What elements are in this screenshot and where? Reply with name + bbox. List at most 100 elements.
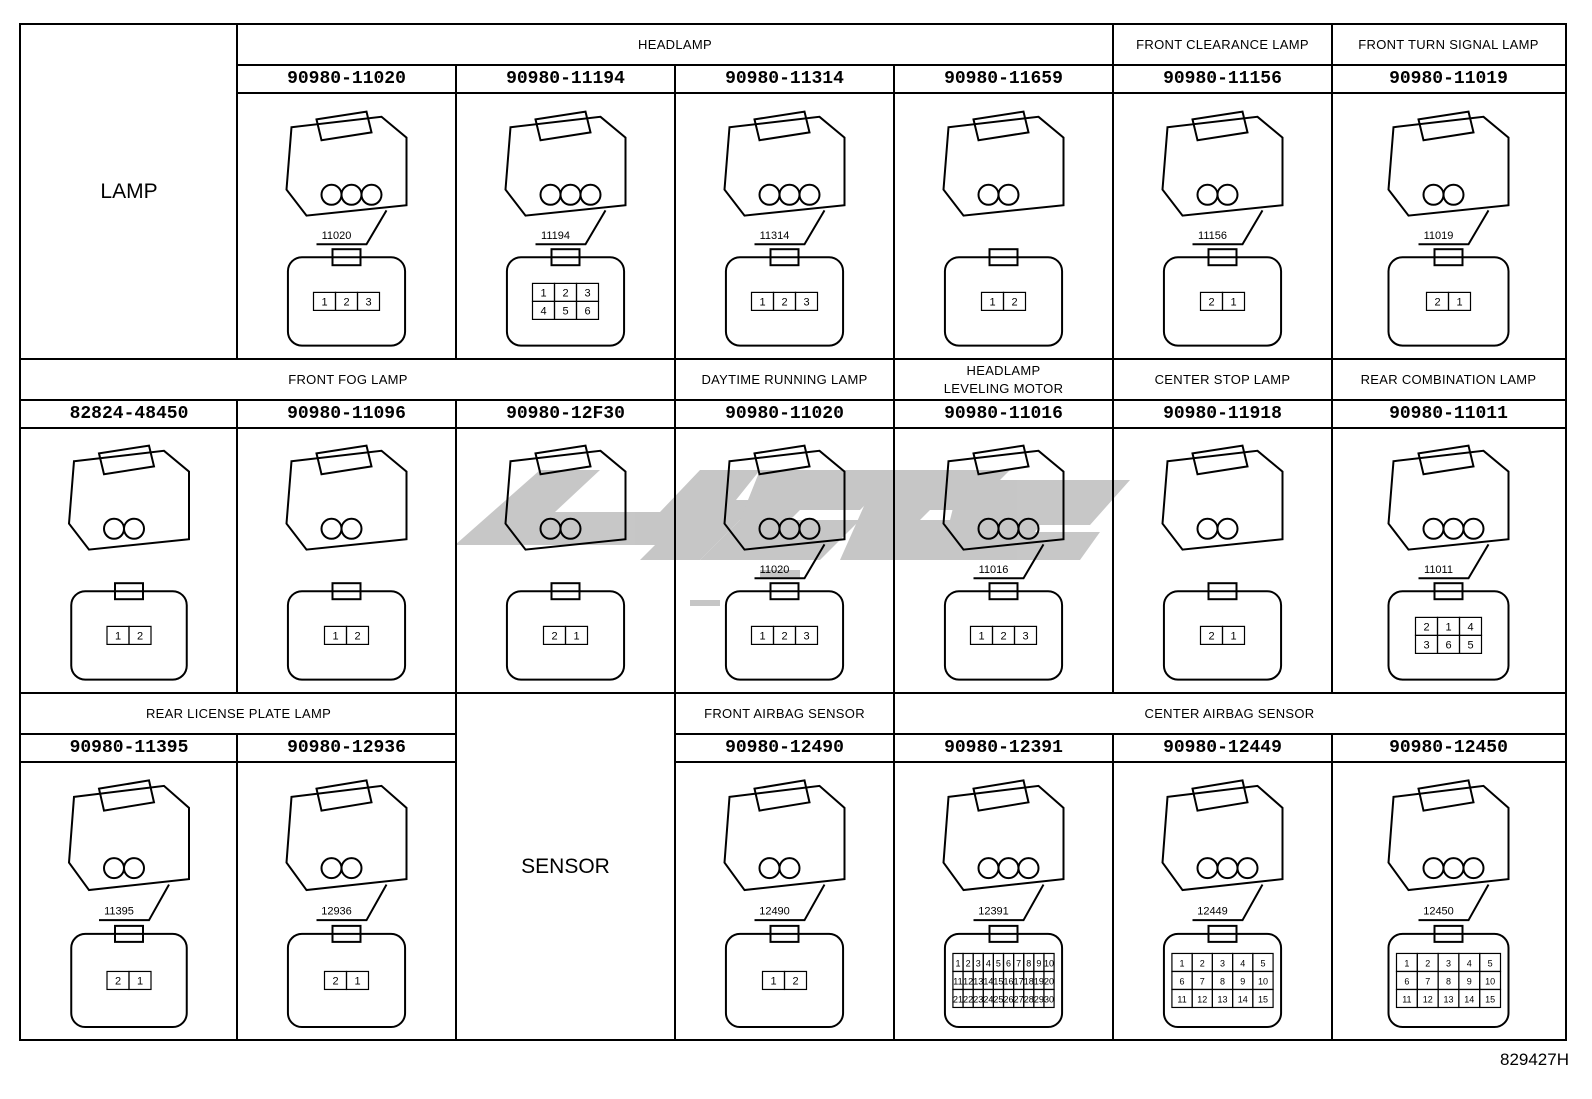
terminal-cavity bbox=[559, 517, 582, 540]
callout-line bbox=[316, 884, 388, 922]
pin-number: 1 bbox=[770, 975, 776, 987]
terminal-cavity bbox=[977, 517, 1000, 540]
grid-line bbox=[236, 25, 238, 359]
pin-cavity bbox=[1013, 625, 1038, 645]
pin-number: 2 bbox=[792, 975, 798, 987]
callout-label: 11020 bbox=[760, 564, 790, 576]
terminal-cavity bbox=[340, 183, 363, 206]
connector-illustration bbox=[285, 779, 408, 1029]
callout-label: 12450 bbox=[1423, 906, 1454, 918]
lock-latch bbox=[753, 779, 811, 812]
face-latch bbox=[114, 582, 144, 601]
grid-line bbox=[674, 693, 676, 1041]
pin-number: 1 bbox=[978, 630, 984, 642]
housing-body bbox=[285, 784, 408, 892]
terminal-cavity bbox=[977, 857, 1000, 880]
grid-line bbox=[21, 761, 456, 763]
connector-drawing: 12490 1 2 bbox=[723, 779, 846, 1029]
pin-number: 14 bbox=[1464, 994, 1474, 1004]
connector-chart bbox=[19, 23, 1567, 1041]
housing-body bbox=[504, 449, 627, 551]
pin-number: 8 bbox=[1446, 976, 1451, 986]
pin-number: 4 bbox=[986, 958, 991, 968]
pin-cavity bbox=[345, 970, 370, 991]
pin-number: 1 bbox=[321, 296, 327, 308]
callout-line bbox=[1418, 543, 1490, 580]
face-outline bbox=[70, 590, 188, 681]
terminal-cavity bbox=[997, 517, 1020, 540]
face-latch bbox=[988, 582, 1019, 601]
pin-number: 9 bbox=[1240, 976, 1245, 986]
grid-line bbox=[675, 761, 1565, 763]
part-number: 90980-11918 bbox=[1163, 404, 1282, 424]
pin-number: 2 bbox=[1423, 621, 1429, 633]
callout-line bbox=[316, 209, 388, 246]
pin-number: 1 bbox=[540, 287, 546, 299]
callout-label: 12936 bbox=[321, 906, 352, 918]
terminal-cavity bbox=[1017, 857, 1040, 880]
housing-body bbox=[285, 115, 408, 217]
terminal-cavity bbox=[1017, 517, 1040, 540]
grid-line bbox=[455, 65, 457, 359]
connector-illustration bbox=[504, 110, 627, 347]
part-number: 90980-12490 bbox=[725, 738, 844, 758]
lock-latch bbox=[315, 110, 373, 142]
callout-line bbox=[1192, 884, 1264, 922]
face-latch bbox=[1207, 582, 1238, 601]
face-outline bbox=[505, 256, 626, 347]
face-latch bbox=[988, 248, 1019, 267]
grid-line bbox=[455, 400, 457, 693]
pin-number: 6 bbox=[1445, 639, 1451, 651]
pin-number: 1 bbox=[989, 296, 995, 308]
callout-label: 12490 bbox=[759, 906, 790, 918]
connector-illustration bbox=[723, 110, 846, 347]
face-latch bbox=[331, 582, 362, 601]
callout-line bbox=[973, 884, 1045, 922]
grid-line bbox=[674, 359, 676, 693]
face-latch bbox=[550, 582, 581, 601]
pin-number: 1 bbox=[137, 975, 143, 987]
callout-line bbox=[754, 543, 826, 580]
face-outline bbox=[286, 590, 407, 681]
lock-latch bbox=[972, 444, 1030, 476]
part-number: 90980-11194 bbox=[506, 69, 625, 89]
pin-number: 2 bbox=[1208, 630, 1214, 642]
terminal-cavity bbox=[1236, 857, 1259, 880]
grid-line bbox=[1112, 359, 1114, 693]
pin-number: 1 bbox=[332, 630, 338, 642]
pin-number: 2 bbox=[1000, 630, 1006, 642]
callout-label: 11194 bbox=[541, 230, 570, 242]
pin-number: 12 bbox=[1197, 994, 1207, 1004]
grid-line bbox=[455, 693, 457, 1041]
terminal-cavity bbox=[1196, 517, 1219, 540]
housing-body bbox=[67, 784, 190, 892]
pin-number: 16 bbox=[1004, 976, 1014, 986]
callout-line bbox=[535, 209, 607, 246]
part-number: 82824-48450 bbox=[69, 404, 189, 424]
pin-number: 3 bbox=[365, 296, 371, 308]
terminal-cavity bbox=[1442, 183, 1465, 206]
header-center-airbag-sensor: CENTER AIRBAG SENSOR bbox=[1144, 706, 1315, 721]
terminal-cavity bbox=[320, 183, 343, 206]
pin-cavity bbox=[1447, 291, 1472, 311]
terminal-cavity bbox=[1216, 857, 1239, 880]
pin-cavity bbox=[1458, 634, 1483, 654]
pin-number: 3 bbox=[976, 958, 981, 968]
terminal-cavity bbox=[758, 517, 781, 540]
pin-number: 14 bbox=[1238, 994, 1248, 1004]
part-number: 90980-11020 bbox=[725, 404, 844, 424]
pin-number: 3 bbox=[803, 630, 809, 642]
lock-latch bbox=[315, 444, 373, 476]
grid-line bbox=[1112, 734, 1114, 1041]
terminal-cavity bbox=[1442, 517, 1465, 540]
pin-number: 2 bbox=[1425, 958, 1430, 968]
pin-number: 6 bbox=[584, 305, 590, 317]
pin-number: 2 bbox=[115, 975, 121, 987]
pin-number: 3 bbox=[584, 287, 590, 299]
pin-number: 3 bbox=[1423, 639, 1429, 651]
